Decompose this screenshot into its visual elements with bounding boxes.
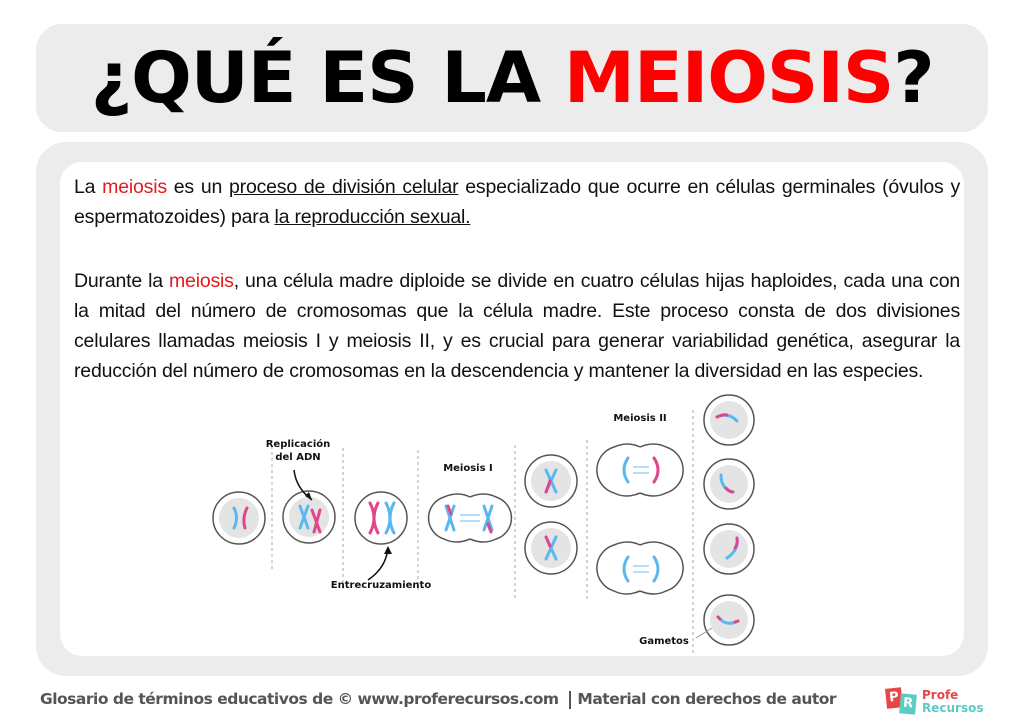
profe-recursos-logo: P R Profe Recursos	[884, 686, 984, 718]
underlined-term-division: proceso de división celular	[229, 176, 459, 198]
text: La	[74, 176, 103, 198]
logo-text-profe: Profe	[922, 688, 959, 702]
divider	[569, 690, 572, 709]
text: , una célula madre diploide se divide en…	[74, 270, 960, 382]
footer-credit: Glosario de términos educativos de © www…	[40, 690, 837, 709]
text: Durante la	[74, 270, 169, 292]
definition-paragraph-2: Durante la meiosis, una célula madre dip…	[74, 266, 960, 386]
cell-meiosis1	[427, 493, 513, 543]
cell-replication	[282, 490, 336, 544]
title-text: ¿QUÉ ES LA	[90, 37, 564, 119]
cell-meiosis1-daughter-top	[524, 454, 578, 508]
text: especializado que ocurre en células germ…	[74, 176, 960, 228]
label-crossing-over: Entrecruzamiento	[330, 580, 432, 591]
label-text: Replicación	[265, 439, 331, 450]
footer-site-link[interactable]: www.proferecursos.com	[352, 690, 564, 708]
label-replication: Replicación del ADN	[258, 438, 338, 464]
highlight-meiosis: meiosis	[169, 270, 234, 292]
cell-diploid	[212, 491, 266, 545]
label-text: del ADN	[275, 452, 321, 463]
gametes	[695, 394, 755, 646]
title-banner: ¿QUÉ ES LA MEIOSIS?	[36, 24, 988, 132]
meiosis-diagram: Replicación del ADN Entrecruzamiento Meio…	[200, 390, 780, 660]
cell-meiosis2-top	[596, 443, 684, 497]
footer-text: Glosario de términos educativos de	[40, 690, 338, 708]
text: es un	[166, 176, 230, 198]
underlined-term-reproduction: la reproducción sexual.	[274, 206, 471, 228]
cell-crossing-over	[354, 491, 408, 545]
title-question-mark: ?	[893, 37, 934, 119]
label-gametes: Gametos	[639, 636, 689, 647]
label-meiosis-2: Meiosis II	[613, 413, 667, 424]
page-title: ¿QUÉ ES LA MEIOSIS?	[90, 37, 935, 119]
content-panel	[60, 162, 964, 656]
title-highlight: MEIOSIS	[563, 37, 894, 119]
highlight-meiosis: meiosis	[102, 176, 167, 198]
logo-r-icon: R	[899, 693, 917, 715]
cell-meiosis2-bottom	[596, 541, 684, 595]
label-meiosis-1: Meiosis I	[443, 463, 493, 474]
definition-paragraph-1: La meiosis es un proceso de división cel…	[74, 172, 960, 232]
meiosis-diagram-svg	[212, 394, 755, 655]
copyright-icon: ©	[337, 690, 354, 708]
cell-meiosis1-daughter-bottom	[524, 521, 578, 575]
footer-text: Material con derechos de autor	[577, 690, 837, 708]
logo-text-recursos: Recursos	[922, 701, 984, 715]
